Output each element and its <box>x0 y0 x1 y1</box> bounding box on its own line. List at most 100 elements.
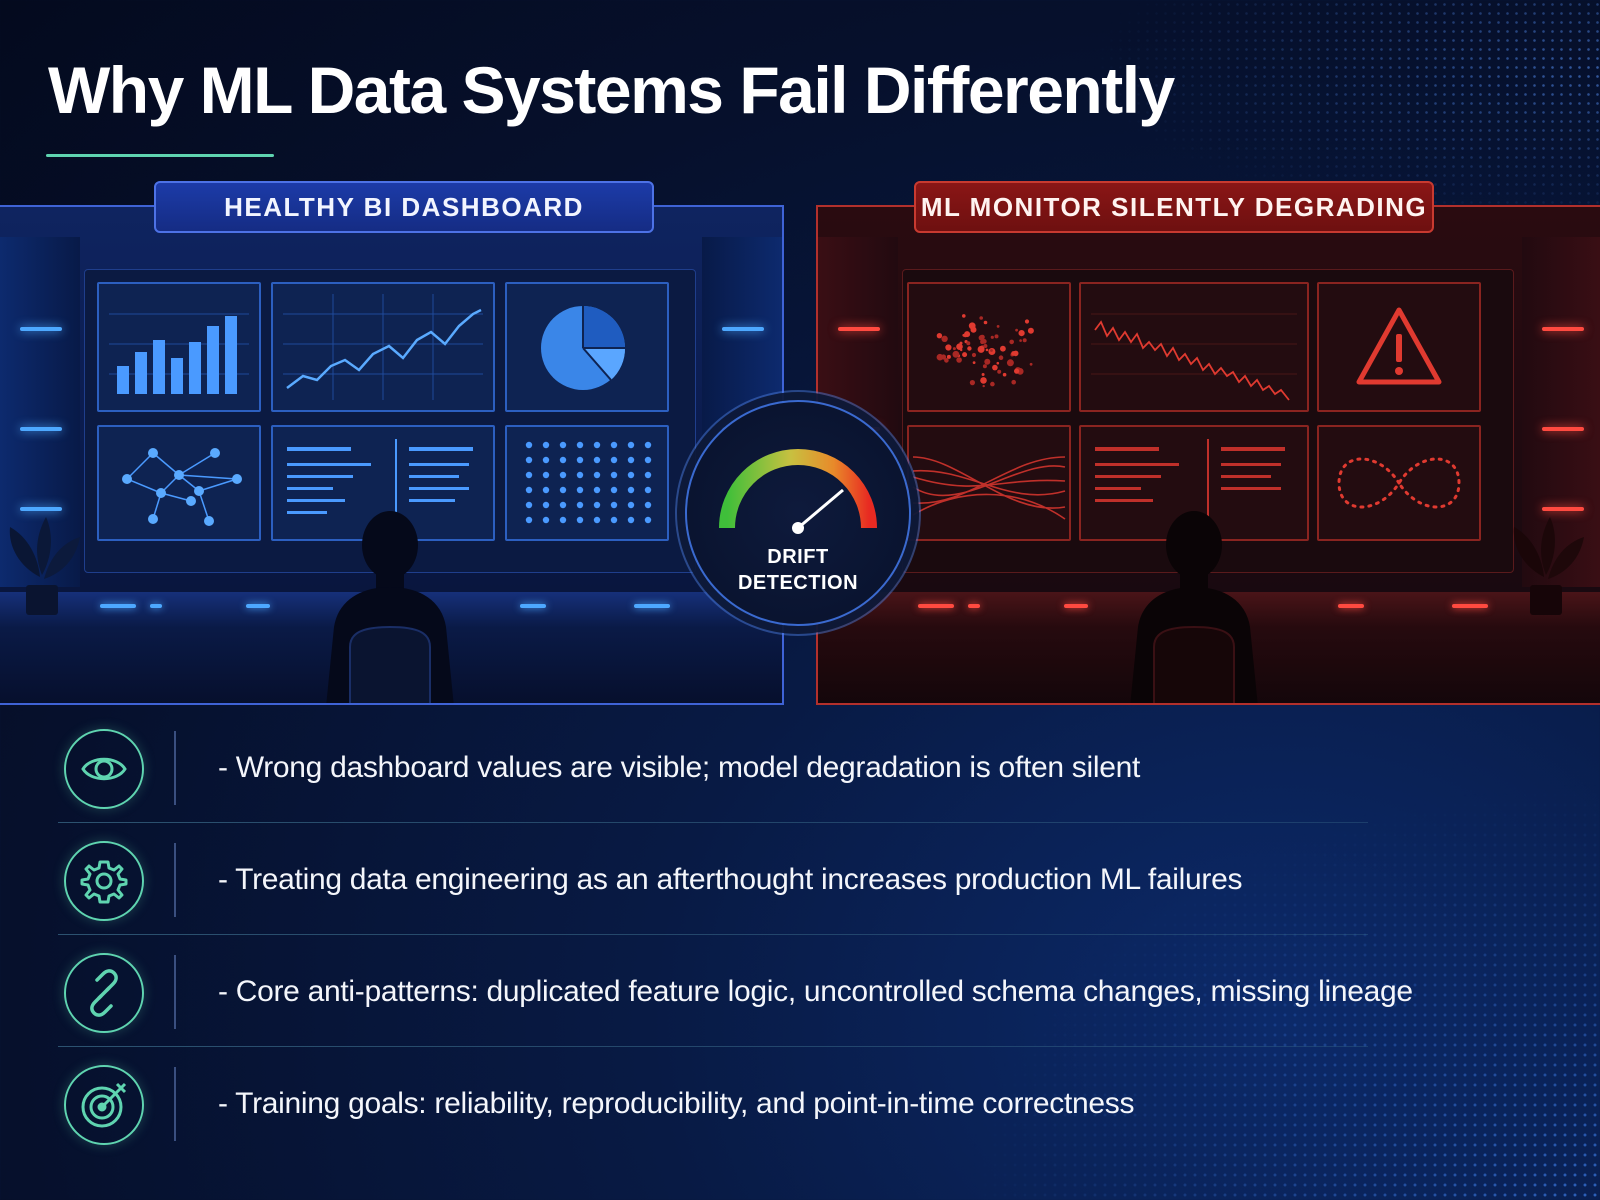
desk-light <box>968 604 980 608</box>
scatter-dot <box>1011 351 1016 356</box>
matrix-dot <box>610 516 618 524</box>
scatter-dot <box>990 335 994 339</box>
desk-light <box>150 604 162 608</box>
desk-light <box>520 604 546 608</box>
degrading-banner-wrap: ML MONITOR SILENTLY DEGRADING <box>816 181 1600 253</box>
scatter-dot <box>1014 368 1020 374</box>
scatter-dot <box>1022 338 1027 343</box>
matrix-dot <box>593 456 601 464</box>
matrix-dot <box>610 471 618 479</box>
scatter-dot <box>996 361 1000 365</box>
scatter-dot <box>956 357 962 363</box>
matrix-dot <box>576 501 584 509</box>
bullet-text: - Core anti-patterns: duplicated feature… <box>218 975 1413 1008</box>
eye-icon <box>64 729 144 809</box>
wall-light <box>1542 327 1584 331</box>
scatter-dot <box>936 353 944 361</box>
desk-light <box>246 604 270 608</box>
network-graph-tile <box>97 425 261 541</box>
scatter-dot <box>980 339 985 345</box>
link-icon <box>64 953 144 1033</box>
matrix-dot <box>593 441 601 449</box>
scatter-dot <box>962 333 966 337</box>
infinity-loop-tile <box>1317 425 1481 541</box>
matrix-dot <box>644 516 652 524</box>
scatter-dot <box>983 344 988 348</box>
line-chart-tile <box>271 282 495 412</box>
scatter-dot <box>984 358 991 365</box>
matrix-dot <box>525 441 533 449</box>
scatter-dot <box>964 331 971 338</box>
scatter-dot <box>946 354 951 359</box>
wall-light <box>20 427 62 431</box>
scatter-dot <box>1024 319 1030 324</box>
bullet-divider <box>58 1046 1368 1047</box>
plant-icon <box>9 517 80 615</box>
gauge-label-line1: DRIFT <box>767 546 829 568</box>
bullet-text: - Training goals: reliability, reproduci… <box>218 1087 1135 1120</box>
scatter-dot <box>1000 345 1006 352</box>
matrix-dot <box>525 471 533 479</box>
bullet-item-training-goals: - Training goals: reliability, reproduci… <box>58 1049 1378 1159</box>
scatter-dot <box>966 341 971 346</box>
matrix-dot <box>559 486 567 494</box>
scatter-dot <box>994 334 999 339</box>
scatter-dot <box>978 335 985 341</box>
desk-light <box>100 604 136 608</box>
matrix-dot <box>627 501 635 509</box>
bullet-separator <box>174 955 176 1029</box>
desk-light <box>918 604 954 608</box>
matrix-dot <box>559 456 567 464</box>
bullet-separator <box>174 843 176 917</box>
wall-light <box>1542 427 1584 431</box>
bullet-divider <box>58 822 1368 823</box>
ml-monitor-panel <box>816 205 1600 705</box>
bullet-separator <box>174 1067 176 1141</box>
scatter-dot <box>956 343 963 350</box>
matrix-dot <box>559 471 567 479</box>
matrix-dot <box>525 456 533 464</box>
desk-light <box>1338 604 1364 608</box>
matrix-dot <box>644 456 652 464</box>
healthy-bi-dashboard-panel <box>0 205 784 705</box>
matrix-dot <box>593 516 601 524</box>
declining-line-tile <box>1079 282 1309 412</box>
matrix-dot <box>576 516 584 524</box>
desk-light <box>1452 604 1488 608</box>
matrix-dot <box>542 456 550 464</box>
matrix-dot <box>559 501 567 509</box>
scatter-dot <box>944 358 949 363</box>
matrix-dot <box>576 471 584 479</box>
side-wall-right <box>1522 237 1600 587</box>
matrix-dot <box>610 501 618 509</box>
matrix-dot <box>593 501 601 509</box>
scatter-dot <box>982 364 987 369</box>
scatter-dot <box>992 364 998 371</box>
scatter-dot <box>952 347 956 351</box>
warning-icon <box>1356 307 1442 385</box>
side-wall-left <box>0 237 80 587</box>
matrix-dot <box>644 441 652 449</box>
scatter-dot <box>985 348 989 352</box>
scatter-dot <box>1002 372 1007 377</box>
matrix-dot <box>542 486 550 494</box>
scatter-dot <box>977 345 985 353</box>
slide-title: Why ML Data Systems Fail Differently <box>48 53 1175 127</box>
dot-matrix-tile <box>505 425 669 541</box>
matrix-dot <box>525 501 533 509</box>
matrix-dot <box>610 456 618 464</box>
bar-chart-tile <box>97 282 261 412</box>
desk-light <box>1064 604 1088 608</box>
plant-icon <box>1513 517 1584 615</box>
scatter-dot <box>941 335 948 342</box>
target-icon <box>64 1065 144 1145</box>
wall-light <box>722 327 764 331</box>
scatter-dot <box>979 316 983 320</box>
title-underline <box>46 154 274 157</box>
scatter-dot <box>990 349 993 352</box>
matrix-dot <box>542 516 550 524</box>
scatter-dot <box>997 369 1002 374</box>
matrix-dot <box>542 471 550 479</box>
scatter-dot <box>945 344 952 351</box>
bullet-divider <box>58 934 1368 935</box>
